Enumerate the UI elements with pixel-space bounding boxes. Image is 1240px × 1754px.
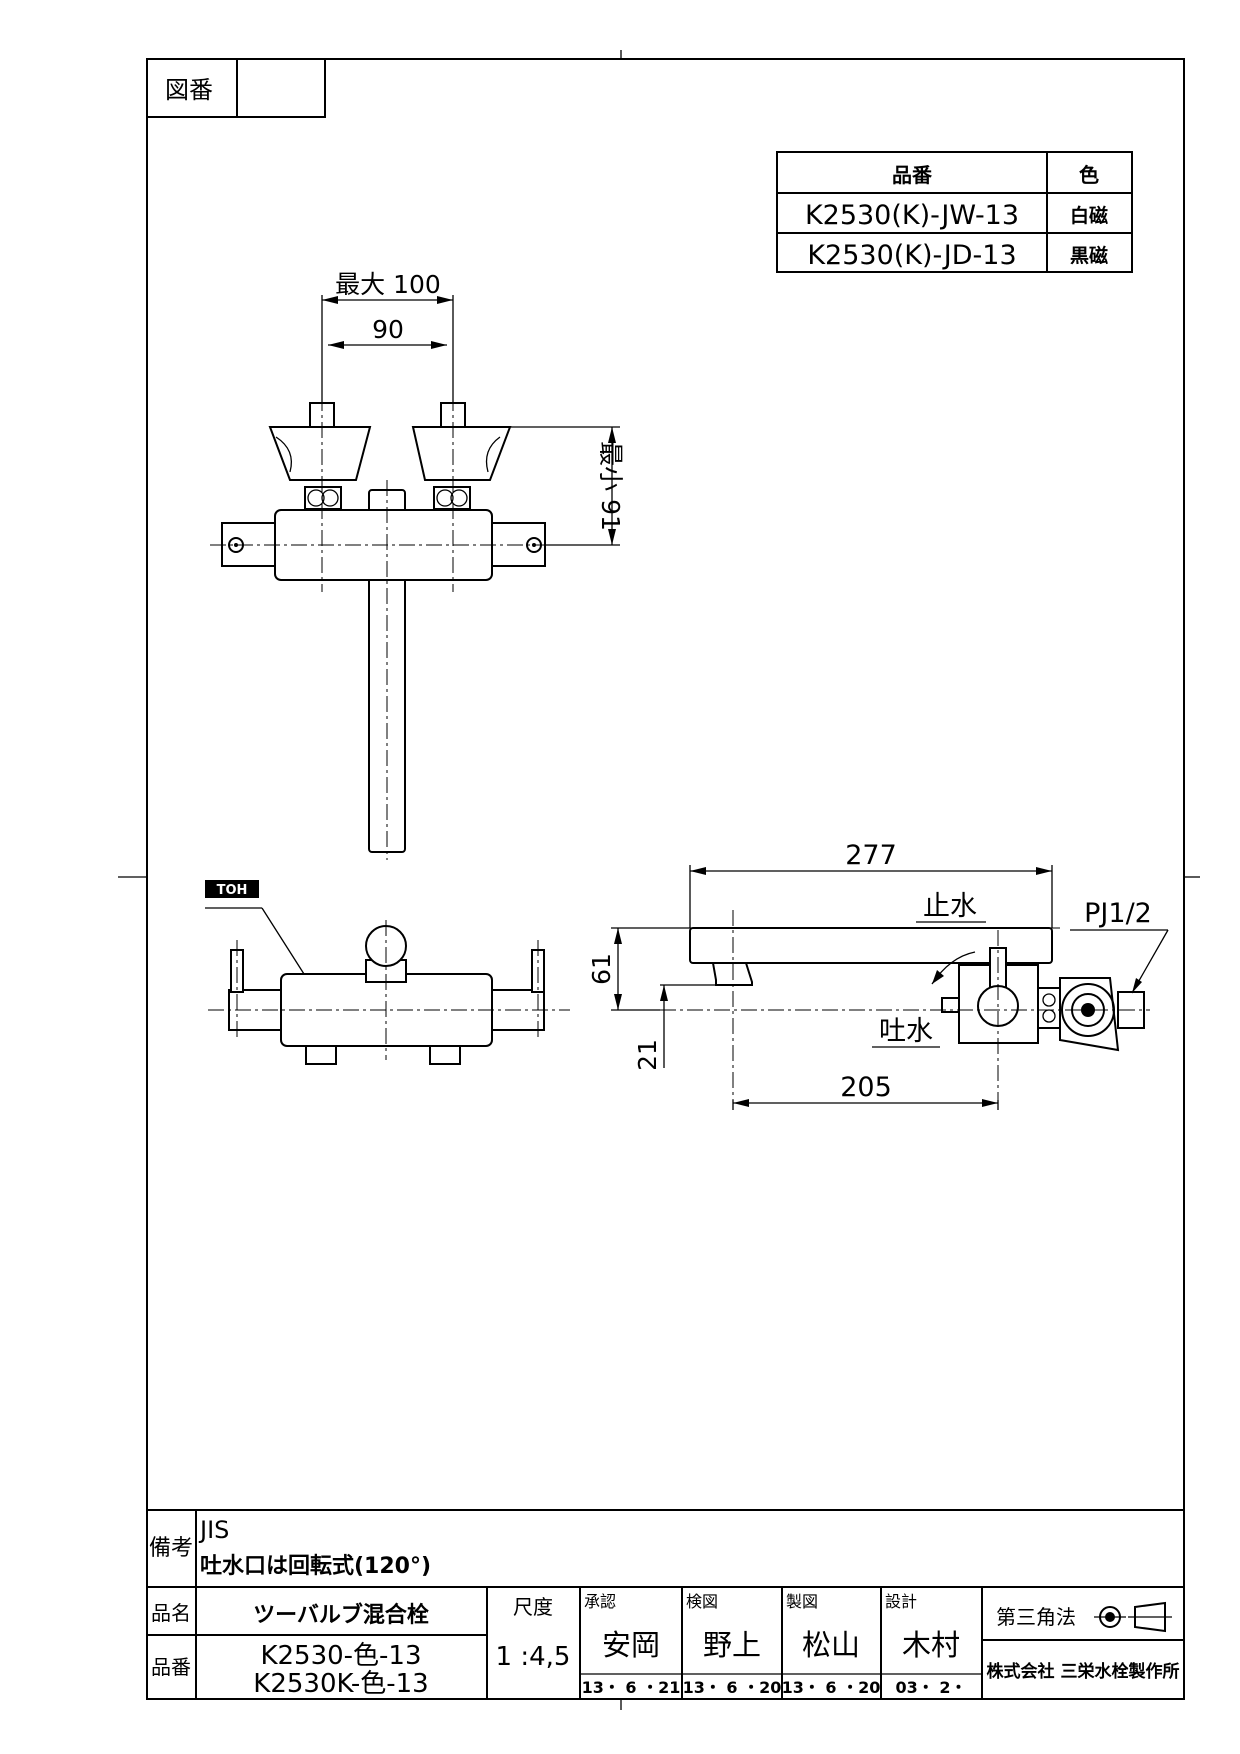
label-pj-half: PJ1/2	[1084, 898, 1152, 929]
dim-61: 61	[587, 953, 616, 985]
notes-label: 備考	[149, 1536, 193, 1561]
approval-date-2: 13・ 6 ・20	[683, 1678, 782, 1697]
right-handle	[411, 426, 512, 481]
color-table-color-1: 白磁	[1070, 204, 1108, 227]
approval-role-1: 承認	[584, 1592, 616, 1611]
approval-name-1: 安岡	[602, 1628, 660, 1662]
company-name: 株式会社 三栄水栓製作所	[987, 1661, 1180, 1682]
part-number-value-2: K2530K-色-13	[253, 1669, 428, 1699]
dim-21: 21	[633, 1039, 662, 1071]
side-view: 277 61 21 205 止水 吐水 PJ1/2	[587, 840, 1169, 1110]
third-angle-projection-icon	[1094, 1601, 1172, 1633]
left-handle	[268, 426, 372, 481]
approval-date-4: 03・ 2・	[896, 1678, 967, 1697]
color-table-part-2: K2530(K)-JD-13	[807, 240, 1016, 271]
scale-value: 1 :4,5	[496, 1642, 571, 1672]
approval-name-3: 松山	[802, 1628, 860, 1662]
approval-role-4: 設計	[885, 1592, 917, 1611]
label-spout-water: 吐水	[879, 1016, 933, 1047]
color-table-color-2: 黒磁	[1070, 244, 1108, 267]
drawing-number-label: 図番	[165, 76, 213, 104]
color-table-part-1: K2530(K)-JW-13	[805, 200, 1019, 231]
projection-label: 第三角法	[996, 1605, 1076, 1629]
approval-name-2: 野上	[703, 1628, 761, 1662]
dim-max-100: 最大 100	[335, 270, 441, 299]
dim-min-91: 最小 91	[596, 441, 625, 531]
notes-block: 備考 JIS 吐水口は回転式(120°)	[147, 1509, 1184, 1699]
approval-date-3: 13・ 6 ・20	[782, 1678, 881, 1697]
part-name-label: 品名	[151, 1601, 191, 1625]
front-view: 最大 100 90 最小 91	[210, 270, 625, 860]
drawing-number-box: 図番	[146, 58, 326, 118]
part-number-label: 品番	[151, 1655, 191, 1679]
dim-90: 90	[372, 315, 404, 344]
approval-role-3: 製図	[786, 1592, 818, 1611]
color-table-header-color: 色	[1079, 163, 1099, 187]
scale-label: 尺度	[513, 1595, 553, 1619]
notes-line-1: JIS	[198, 1516, 229, 1544]
dim-277: 277	[845, 840, 897, 871]
approval-name-4: 木村	[902, 1628, 960, 1662]
title-block: 品名 ツーバルブ混合栓 品番 K2530-色-13 K2530K-色-13 尺度…	[147, 1586, 1184, 1699]
notes-line-2: 吐水口は回転式(120°)	[200, 1553, 431, 1579]
dim-205: 205	[840, 1072, 892, 1103]
label-stop-water: 止水	[923, 891, 977, 922]
approval-date-1: 13・ 6 ・21	[582, 1678, 681, 1697]
part-number-value-1: K2530-色-13	[260, 1641, 421, 1671]
logo-text: TOH	[217, 883, 248, 898]
logo-mark: TOH	[205, 880, 321, 1000]
bottom-view	[208, 920, 570, 1065]
approval-role-2: 検図	[686, 1592, 718, 1611]
color-table: 品番 色 K2530(K)-JW-13 白磁 K2530(K)-JD-13 黒磁	[776, 151, 1133, 273]
color-table-header-part: 品番	[892, 163, 933, 187]
part-name-value: ツーバルブ混合栓	[253, 1602, 429, 1628]
drawing-frame	[118, 50, 1200, 1710]
